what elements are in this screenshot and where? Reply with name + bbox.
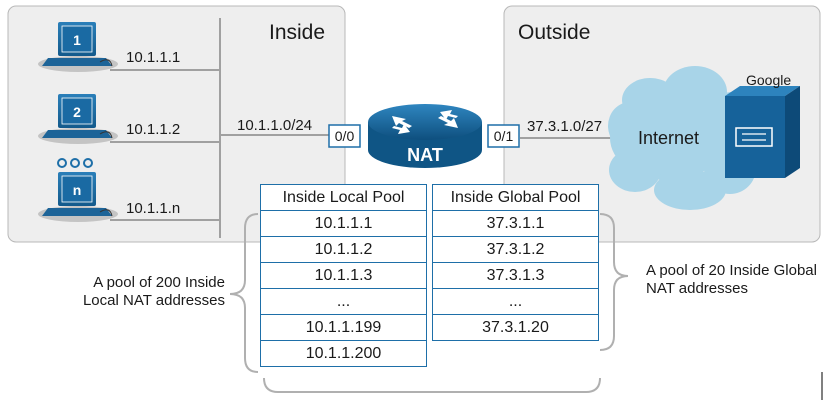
local-pool-row: ...	[260, 288, 427, 315]
host-n-computer-icon	[38, 172, 118, 222]
outside-network-label: 37.3.1.0/27	[527, 118, 602, 135]
nat-router-label: NAT	[407, 145, 443, 165]
inside-interface-label: 0/0	[335, 128, 355, 144]
global-pool-row: 37.3.1.2	[432, 236, 599, 263]
local-pool-row: 10.1.1.2	[260, 236, 427, 263]
global-pool-row: 37.3.1.20	[432, 314, 599, 341]
more-hosts-dots-icon	[57, 158, 93, 168]
local-pool-row: 10.1.1.3	[260, 262, 427, 289]
inside-local-pool-header: Inside Local Pool	[260, 184, 427, 211]
global-pool-row: 37.3.1.1	[432, 210, 599, 237]
internet-label: Internet	[638, 128, 699, 148]
host-1-badge: 1	[73, 32, 81, 48]
host-2-badge: 2	[73, 104, 81, 120]
internet-cloud-icon	[608, 66, 756, 210]
host-2-computer-icon	[38, 94, 118, 144]
left-pool-brace	[229, 213, 259, 373]
outside-interface-label: 0/1	[494, 128, 514, 144]
outside-zone-label: Outside	[518, 21, 590, 44]
inside-local-pool-table: Inside Local Pool 10.1.1.1 10.1.1.2 10.1…	[260, 184, 427, 367]
global-pool-row: 37.3.1.3	[432, 262, 599, 289]
local-pool-row: 10.1.1.200	[260, 340, 427, 367]
bottom-pool-brace	[263, 377, 601, 393]
global-pool-note: A pool of 20 Inside Global NAT addresses	[646, 262, 817, 297]
inside-global-pool-header: Inside Global Pool	[432, 184, 599, 211]
local-pool-note: A pool of 200 Inside Local NAT addresses	[82, 274, 225, 309]
host-n-badge: n	[73, 182, 82, 198]
local-pool-row: 10.1.1.199	[260, 314, 427, 341]
right-pool-brace	[599, 213, 629, 351]
inside-network-label: 10.1.1.0/24	[237, 117, 312, 134]
inside-global-pool-table: Inside Global Pool 37.3.1.1 37.3.1.2 37.…	[432, 184, 599, 341]
nat-router-icon	[368, 104, 482, 168]
google-server-icon	[725, 86, 800, 178]
host-1-ip: 10.1.1.1	[126, 49, 180, 66]
local-pool-row: 10.1.1.1	[260, 210, 427, 237]
host-n-ip: 10.1.1.n	[126, 200, 180, 217]
inside-zone-label: Inside	[269, 21, 325, 44]
host-1-computer-icon	[38, 22, 118, 72]
outside-interface-box	[487, 124, 520, 148]
google-label: Google	[746, 72, 791, 88]
global-pool-row: ...	[432, 288, 599, 315]
host-2-ip: 10.1.1.2	[126, 121, 180, 138]
inside-interface-box	[328, 124, 361, 148]
